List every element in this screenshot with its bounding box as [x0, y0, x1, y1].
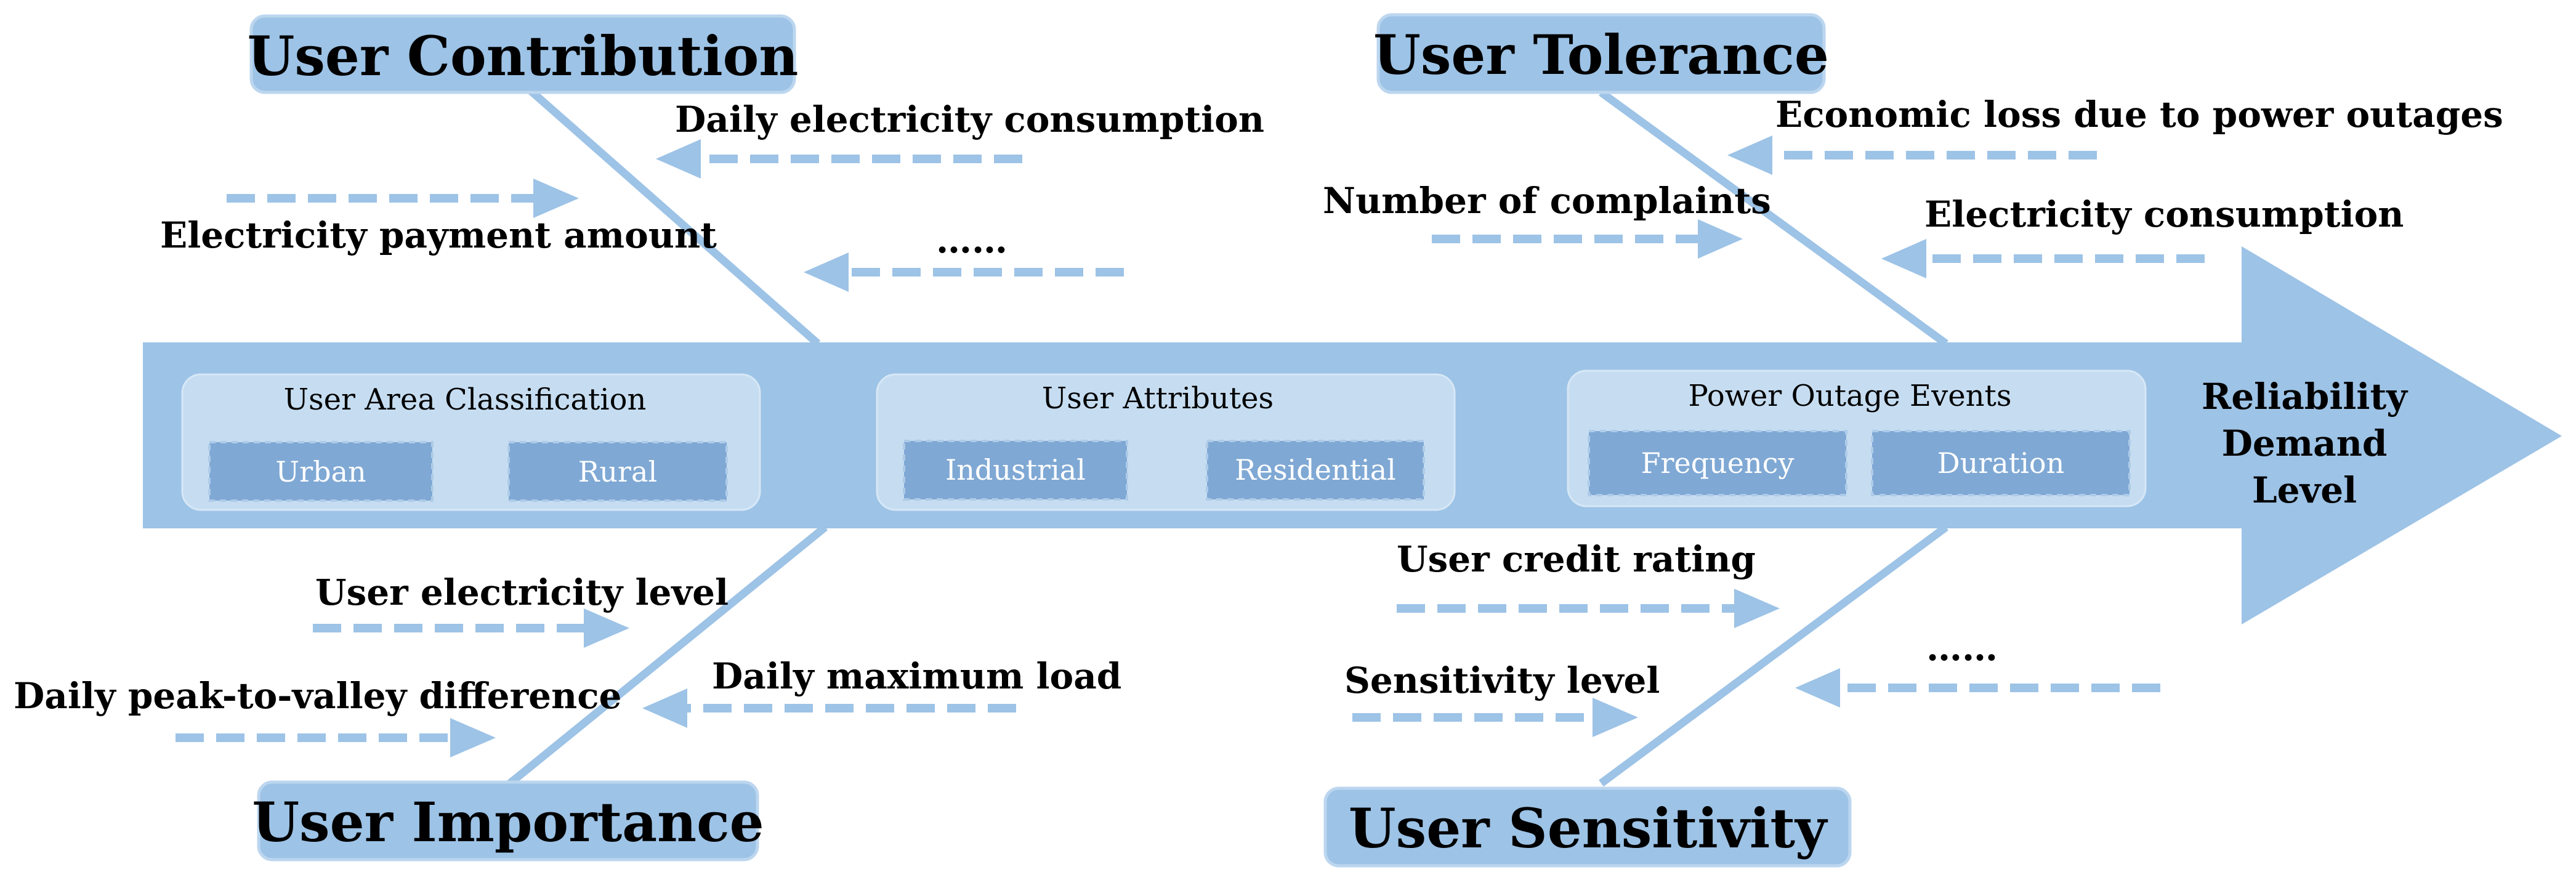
factor-economic-loss: Economic loss due to power outages	[1775, 94, 2503, 135]
category-label: User Contribution	[248, 24, 799, 88]
chip-label: Industrial	[945, 453, 1086, 486]
category-box	[1376, 13, 1826, 94]
factor-user-electricity-level: User electricity level	[315, 571, 729, 613]
arrow-daily-electricity-consumption	[656, 139, 1022, 179]
category-box	[1323, 786, 1852, 868]
chip-duration	[1871, 430, 2131, 496]
factor-daily-maximum-load: Daily maximum load	[712, 655, 1121, 697]
bone-user-contribution	[505, 68, 821, 347]
arrow-user-electricity-level	[313, 608, 629, 648]
spine-arrowhead	[2242, 246, 2562, 624]
factor-contribution-ellipsis: ……	[936, 219, 1007, 261]
category-label: User Sensitivity	[1349, 796, 1828, 860]
arrow-contribution-ellipsis	[804, 252, 1124, 292]
chip-label: Frequency	[1641, 446, 1795, 480]
arrow-number-of-complaints	[1432, 219, 1743, 259]
factor-electricity-consumption: Electricity consumption	[1924, 193, 2404, 235]
spine-head-line: Level	[2252, 469, 2357, 511]
panel-user-area-classification: User Area Classification Urban Rural	[181, 373, 761, 511]
bone-user-importance	[507, 523, 828, 787]
bone-user-tolerance	[1599, 89, 1948, 347]
factor-daily-peak-to-valley: Daily peak-to-valley difference	[14, 675, 621, 717]
category-box	[257, 780, 759, 862]
chip-label: Duration	[1937, 446, 2064, 480]
arrow-sensitivity-level	[1352, 698, 1638, 737]
factor-electricity-payment-amount: Electricity payment amount	[160, 214, 717, 256]
chip-rural	[507, 441, 728, 502]
factor-daily-electricity-consumption: Daily electricity consumption	[675, 99, 1264, 140]
spine-head-label: Reliability Demand Level	[2202, 376, 2408, 511]
category-label: User Tolerance	[1373, 23, 1829, 87]
spine-head-line: Reliability	[2202, 376, 2408, 418]
arrow-user-credit-rating	[1397, 589, 1780, 628]
arrow-sensitivity-ellipsis	[1795, 668, 2160, 708]
chip-residential	[1206, 440, 1425, 501]
arrow-electricity-payment-amount	[227, 179, 579, 218]
arrow-economic-loss	[1727, 135, 2097, 175]
category-user-contribution: User Contribution	[248, 14, 799, 94]
chip-label: Urban	[275, 455, 366, 488]
category-user-sensitivity: User Sensitivity	[1323, 786, 1852, 868]
arrow-daily-peak-to-valley	[176, 718, 496, 757]
factor-number-of-complaints: Number of complaints	[1323, 180, 1771, 222]
arrow-electricity-consumption	[1881, 239, 2205, 278]
bone-user-sensitivity	[1599, 523, 1948, 787]
factor-sensitivity-level: Sensitivity level	[1344, 660, 1660, 701]
panel-title: User Attributes	[1042, 381, 1274, 416]
chip-label: Rural	[578, 455, 657, 488]
panel-power-outage-events: Power Outage Events Frequency Duration	[1567, 369, 2147, 507]
arrow-daily-maximum-load	[642, 688, 1016, 728]
category-label: User Importance	[252, 790, 764, 854]
chip-urban	[208, 441, 434, 502]
factor-sensitivity-ellipsis: ……	[1926, 627, 1998, 669]
category-user-importance: User Importance	[252, 780, 764, 862]
category-box	[249, 14, 796, 94]
spine-head-line: Demand	[2222, 422, 2388, 464]
chip-industrial	[903, 440, 1128, 501]
panel-user-attributes: User Attributes Industrial Residential	[876, 373, 1456, 511]
panel-title: User Area Classification	[284, 382, 647, 417]
panel-title: Power Outage Events	[1689, 379, 2012, 413]
chip-label: Residential	[1235, 453, 1396, 486]
category-user-tolerance: User Tolerance	[1373, 13, 1829, 94]
chip-frequency	[1588, 430, 1847, 496]
factor-user-credit-rating: User credit rating	[1397, 538, 1756, 580]
